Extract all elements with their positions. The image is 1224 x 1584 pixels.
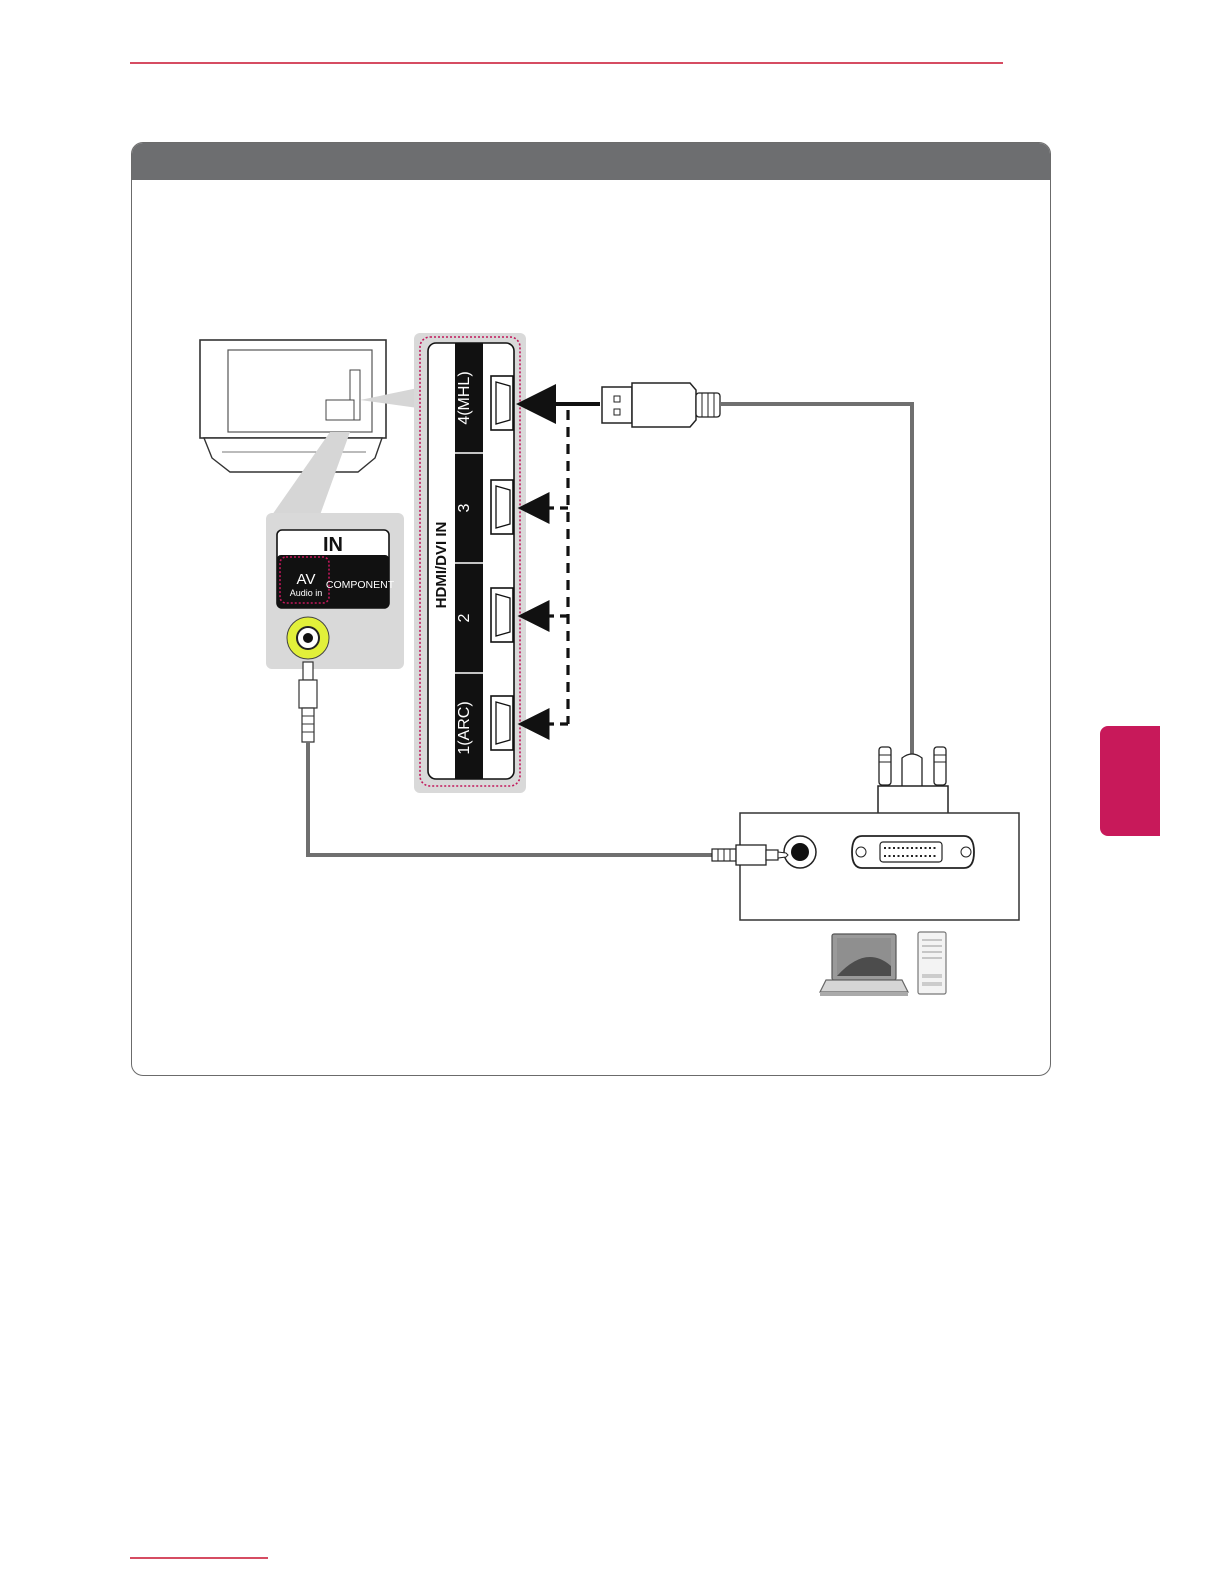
component-label: COMPONENT — [326, 579, 395, 591]
hdmi-port-label: 2 — [456, 613, 473, 622]
in-title: IN — [323, 534, 343, 556]
hdmi-port-label: 1(ARC) — [456, 701, 473, 754]
pc-port-panel — [740, 813, 1019, 920]
audio-in-label: Audio in — [290, 588, 323, 598]
desktop-tower-icon — [918, 932, 946, 994]
tv-rear-icon — [200, 340, 386, 472]
hdmi-port-label: 4(MHL) — [456, 371, 473, 424]
in-panel: IN AV Audio in COMPONENT — [266, 513, 404, 669]
hdmi-dvi-cable — [720, 404, 912, 758]
hdmi-plug-icon — [602, 383, 720, 427]
audio-plug-icon — [299, 662, 317, 742]
hdmi-panel: HDMI/DVI IN 4(MHL) 3 2 1(ARC) — [414, 333, 526, 793]
hdmi-port-label: 3 — [456, 503, 473, 512]
av-label: AV — [297, 571, 316, 588]
hdmi-header: HDMI/DVI IN — [433, 522, 450, 609]
laptop-icon — [820, 934, 908, 996]
